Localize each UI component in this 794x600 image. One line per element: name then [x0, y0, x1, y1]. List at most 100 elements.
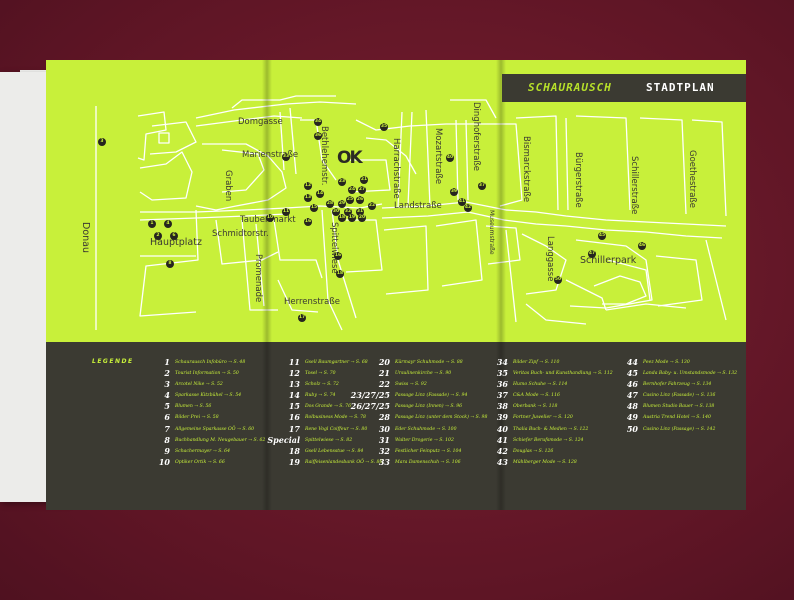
map-marker[interactable]: 26: [356, 196, 364, 204]
map-marker[interactable]: 11: [282, 208, 290, 216]
map-marker[interactable]: 40: [446, 154, 454, 162]
map-marker[interactable]: 3: [98, 138, 106, 146]
legend-number: 36: [496, 379, 508, 390]
legend-entry: Blumen → S. 56: [175, 404, 212, 410]
map-marker[interactable]: 41: [458, 198, 466, 206]
legend-number: 1: [164, 357, 170, 367]
legend-entry: Kürmayr Schuhmode → S. 88: [395, 360, 463, 365]
map-marker[interactable]: 21: [360, 176, 368, 184]
map-marker[interactable]: 1: [148, 220, 156, 228]
map-marker[interactable]: 15: [310, 204, 318, 212]
map-marker[interactable]: 28: [326, 200, 334, 208]
map-marker[interactable]: 45: [598, 232, 606, 240]
map-marker[interactable]: 13: [304, 194, 312, 202]
map-marker[interactable]: 25: [346, 196, 354, 204]
map-marker[interactable]: 18: [338, 214, 346, 222]
map-marker[interactable]: 10: [266, 214, 274, 222]
legend-number: 15: [288, 401, 300, 412]
street-label-goethestrasse: Goethestraße: [687, 150, 697, 209]
legend-entry: Landa Baby- u. Umstandsmode → S. 132: [643, 371, 738, 377]
legend-number: 37: [496, 390, 508, 401]
legend-number: 50: [626, 423, 638, 434]
map-marker[interactable]: 46: [638, 242, 646, 250]
map-marker[interactable]: 18: [336, 270, 344, 278]
map-marker[interactable]: 42: [464, 204, 472, 212]
legend-number: 41: [496, 434, 508, 445]
legend-row: 19 Raiffeisenlandesbank OÖ → S. 86: [258, 456, 383, 468]
map-marker[interactable]: 39: [450, 188, 458, 196]
legend-number: 44: [626, 357, 638, 367]
street-label-graben: Graben: [223, 170, 233, 202]
street-label-herrenstrasse: Herrenstraße: [284, 297, 340, 307]
map-marker[interactable]: 29: [338, 200, 346, 208]
map-marker[interactable]: 35: [380, 123, 388, 131]
street-label-museumstrasse: Museumstraße: [488, 210, 495, 255]
legend-entry: Arcotel Nike → S. 52: [175, 382, 223, 388]
legend-entry: Douglas → S. 126: [513, 448, 554, 454]
map-marker[interactable]: 16: [334, 252, 342, 260]
legend-number: 6: [164, 412, 170, 423]
map-marker[interactable]: 17: [298, 314, 306, 322]
legend-number: 20: [378, 357, 390, 367]
legend-number: 17: [288, 423, 300, 434]
map-marker[interactable]: 30: [332, 208, 340, 216]
legend-entry: C&A Mode → S. 116: [513, 393, 560, 399]
legend-number: 30: [378, 423, 390, 434]
legend-number: 2: [164, 368, 170, 379]
map-marker[interactable]: 50: [554, 276, 562, 284]
map-marker[interactable]: 33: [282, 153, 290, 161]
map-marker[interactable]: 19: [348, 214, 356, 222]
map-marker[interactable]: 4: [164, 220, 172, 228]
map-marker[interactable]: 23: [338, 178, 346, 186]
map-marker[interactable]: 22: [368, 202, 376, 210]
legend-number: 5: [164, 401, 170, 412]
legend-number: 7: [164, 423, 170, 434]
map-marker[interactable]: 2: [154, 232, 162, 240]
legend-row: 20 Kürmayr Schuhmode → S. 88: [348, 357, 487, 368]
legend-entry: Allgemeine Sparkasse OÖ → S. 60: [175, 426, 255, 432]
map-marker[interactable]: 24: [348, 186, 356, 194]
map-marker[interactable]: 20: [358, 214, 366, 222]
legend-entry: Ursulinenkirche → S. 90: [395, 371, 452, 377]
map-marker[interactable]: 27: [358, 186, 366, 194]
street-label-schillerpark: Schillerpark: [580, 255, 637, 266]
map-marker[interactable]: 8: [166, 260, 174, 268]
map-marker[interactable]: 32: [344, 208, 352, 216]
legend-entry: Raiffeisenlandesbank OÖ → S. 86: [305, 459, 383, 465]
street-label-mozartstrasse: Mozartstraße: [433, 128, 443, 185]
map-marker[interactable]: 36: [314, 132, 322, 140]
legend-entry: Bilder Zipf → S. 110: [513, 360, 560, 365]
map-marker[interactable]: 14: [316, 190, 324, 198]
map-marker[interactable]: 16: [304, 218, 312, 226]
legend-number: 43: [496, 456, 508, 467]
map-marker[interactable]: 34: [314, 118, 322, 126]
map-marker[interactable]: 12: [304, 182, 312, 190]
legend-entry: Tosel → S. 70: [305, 371, 336, 377]
legend-row: 5 Blumen → S. 56: [146, 401, 265, 412]
legend-number: 11: [288, 357, 300, 367]
map-marker[interactable]: 47: [588, 250, 596, 258]
page-fold: [262, 342, 272, 510]
legend-entry: Mara Damenschuh → S. 106: [395, 459, 461, 465]
map-marker[interactable]: 31: [356, 208, 364, 216]
legend-entry: Buchhandlung M. Neugebauer → S. 62: [175, 437, 266, 443]
map-marker[interactable]: 6: [170, 232, 178, 240]
legend-entry: Passage Linz (Fassade) → S. 94: [395, 393, 468, 399]
legend-entry: Festlicher Feinputz → S. 104: [395, 448, 462, 454]
legend-number: 49: [626, 412, 638, 423]
legend-number: 19: [288, 456, 300, 467]
legend-number: 8: [164, 434, 170, 445]
street-label-harrachstrasse: Harrachstraße: [391, 138, 401, 199]
map-marker[interactable]: 37: [478, 182, 486, 190]
